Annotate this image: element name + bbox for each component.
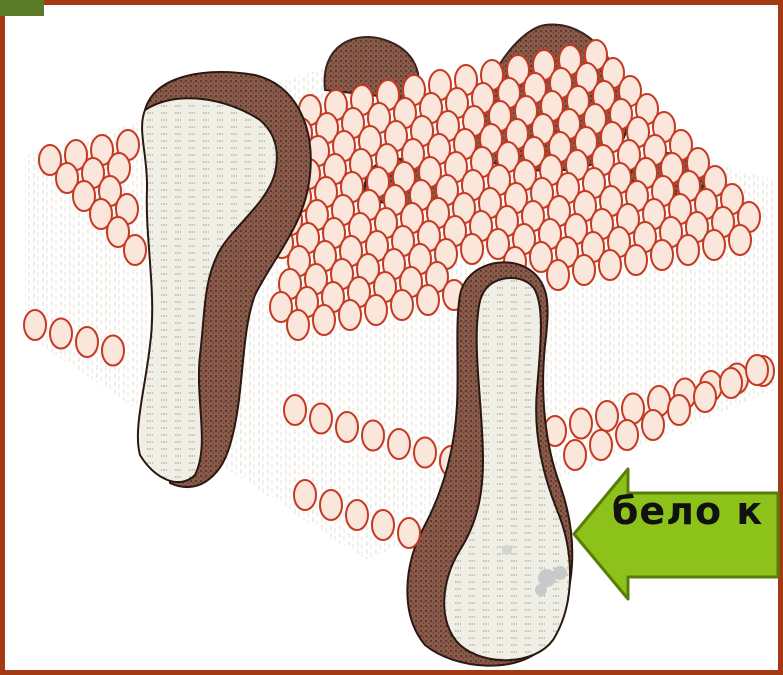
- lipid-head: [50, 319, 72, 349]
- lipid-head: [391, 290, 413, 320]
- lipid-head: [746, 355, 768, 385]
- lipid-head: [294, 480, 316, 510]
- lipid-head: [372, 510, 394, 540]
- lipid-head: [703, 230, 725, 260]
- lipid-head: [677, 235, 699, 265]
- lipid-head: [547, 260, 569, 290]
- lipid-head: [573, 255, 595, 285]
- lipid-head: [339, 300, 361, 330]
- lipid-head: [414, 438, 436, 468]
- lipid-head: [668, 395, 690, 425]
- lipid-head: [694, 382, 716, 412]
- lipid-head: [124, 235, 146, 265]
- lipid-head: [398, 518, 420, 548]
- lipid-head: [76, 327, 98, 357]
- lipid-head: [346, 500, 368, 530]
- lipid-head: [642, 410, 664, 440]
- lipid-head: [310, 404, 332, 434]
- lipid-head: [24, 310, 46, 340]
- lipid-head: [313, 305, 335, 335]
- lipid-head: [622, 394, 644, 424]
- lipid-head: [616, 420, 638, 450]
- lipid-head: [729, 225, 751, 255]
- lipid-head: [720, 368, 742, 398]
- lipid-head: [599, 250, 621, 280]
- lipid-head: [625, 245, 647, 275]
- lipid-head: [102, 336, 124, 366]
- lipid-head: [287, 310, 309, 340]
- lipid-head: [336, 412, 358, 442]
- lipid-head: [570, 409, 592, 439]
- lipid-head: [596, 401, 618, 431]
- lipid-head: [362, 421, 384, 451]
- lipid-head: [388, 429, 410, 459]
- protein-label: бело к: [595, 483, 780, 539]
- lipid-head: [417, 285, 439, 315]
- lipid-head: [564, 440, 586, 470]
- lipid-head: [461, 234, 483, 264]
- lipid-head: [365, 295, 387, 325]
- lipid-head: [320, 490, 342, 520]
- lipid-head: [284, 395, 306, 425]
- lipid-head: [590, 430, 612, 460]
- lipid-head: [651, 240, 673, 270]
